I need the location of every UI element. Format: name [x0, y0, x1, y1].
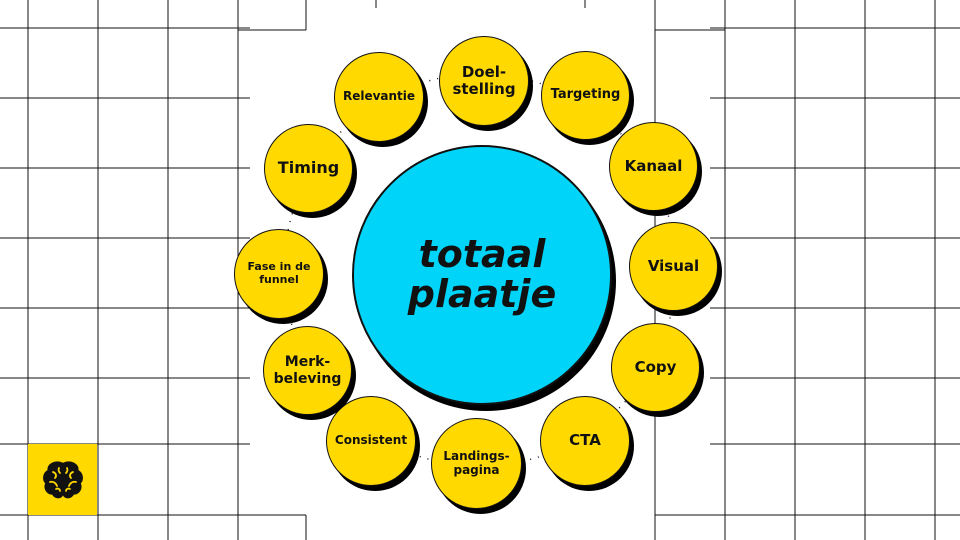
center-line-1: totaal	[418, 232, 546, 277]
brain-icon	[42, 460, 83, 498]
node-label: Copy	[634, 357, 677, 376]
center-line-2: plaatje	[407, 272, 557, 316]
node-label: Kanaal	[624, 156, 683, 175]
node-consistent: Consistent	[326, 396, 416, 486]
node-kanaal: Kanaal	[609, 122, 698, 211]
node-label: Consistent	[334, 433, 408, 448]
node-copy: Copy	[611, 323, 700, 412]
node-label: CTA	[569, 431, 601, 450]
brain-logo	[28, 444, 97, 515]
node-cta: CTA	[540, 396, 630, 486]
node-label: Timing	[277, 158, 340, 178]
node-label: Fase in de funnel	[247, 260, 311, 286]
node-label: Targeting	[550, 87, 621, 103]
node-label: Landings- pagina	[443, 448, 510, 477]
node-merk-beleving: Merk- beleving	[263, 326, 352, 415]
node-targeting: Targeting	[541, 51, 630, 140]
node-visual: Visual	[629, 222, 718, 311]
node-label: Doel- stelling	[452, 62, 516, 98]
node-fase-in-de-funnel: Fase in de funnel	[234, 229, 324, 319]
node-label: Visual	[647, 256, 700, 275]
central-circle: totaal plaatje	[352, 145, 612, 405]
node-label: Merk- beleving	[273, 354, 342, 387]
node-landings-pagina: Landings- pagina	[431, 418, 522, 509]
node-relevantie: Relevantie	[334, 52, 424, 142]
node-doel-stelling: Doel- stelling	[439, 36, 529, 126]
node-timing: Timing	[264, 124, 353, 213]
node-label: Relevantie	[342, 89, 416, 104]
